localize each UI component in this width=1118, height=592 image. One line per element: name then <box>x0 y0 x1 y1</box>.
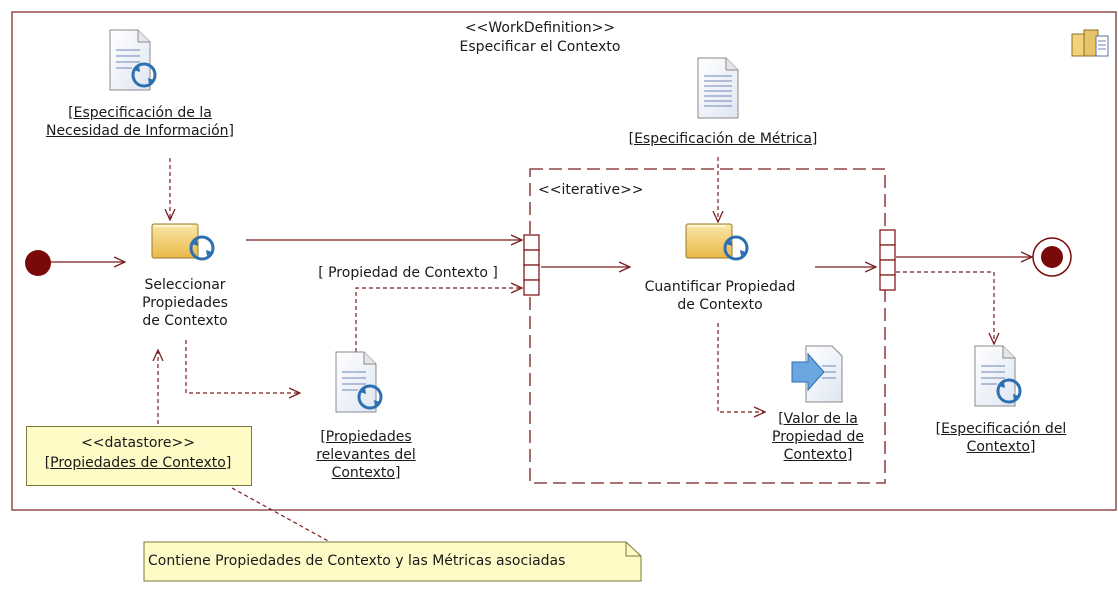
output-pin <box>879 244 896 261</box>
contexto-label-line: Contexto] <box>966 439 1036 455</box>
output-pin <box>879 229 896 246</box>
necesidad-label-line: [Especificación de la <box>68 105 212 121</box>
contexto-label-line: [Especificación del <box>935 421 1067 437</box>
seleccionar-label-line: de Contexto <box>142 313 228 329</box>
output-pins <box>879 229 896 291</box>
necesidad-label[interactable]: [Especificación de la Necesidad de Infor… <box>20 104 260 140</box>
seleccionar-label-line: Seleccionar <box>144 277 226 293</box>
necesidad-doc-icon <box>109 29 157 91</box>
relevantes-label[interactable]: [Propiedades relevantes del Contexto] <box>296 428 436 482</box>
seleccionar-activity-label[interactable]: Seleccionar Propiedades de Contexto <box>110 276 260 330</box>
input-pin <box>523 249 540 266</box>
cuantificar-activity-icon <box>685 223 749 261</box>
iterative-stereotype: <<iterative>> <box>538 182 644 198</box>
relevantes-label-line: relevantes del <box>316 447 416 463</box>
input-pin <box>523 234 540 251</box>
input-pins <box>523 234 540 296</box>
cuantificar-activity-label[interactable]: Cuantificar Propiedad de Contexto <box>620 278 820 314</box>
initial-node <box>25 250 51 276</box>
iterative-region <box>529 168 886 484</box>
cuantificar-label-line: Cuantificar Propiedad <box>644 279 796 295</box>
valor-label-line: Contexto] <box>783 447 853 463</box>
workdefinition-icon <box>1071 29 1109 57</box>
dep-relevantes-to-iterative <box>355 288 522 352</box>
input-pin <box>523 264 540 281</box>
output-pin <box>879 259 896 276</box>
metrica-label[interactable]: [Especificación de Métrica] <box>628 131 818 147</box>
note-anchor-line <box>231 487 331 543</box>
relevantes-label-line: Contexto] <box>331 465 401 481</box>
dep-iterative-to-contexto <box>896 271 994 344</box>
valor-label-line: Propiedad de <box>772 429 864 445</box>
relevantes-label-line: [Propiedades <box>320 429 412 445</box>
flow-label: [ Propiedad de Contexto ] <box>318 265 498 281</box>
valor-label[interactable]: [Valor de la Propiedad de Contexto] <box>756 410 880 464</box>
necesidad-label-line: Necesidad de Información] <box>45 123 235 139</box>
seleccionar-activity-icon <box>151 223 215 261</box>
seleccionar-label-line: Propiedades <box>142 295 228 311</box>
note-text: Contiene Propiedades de Contexto y las M… <box>148 553 566 569</box>
output-pin <box>879 274 896 291</box>
workdefinition-title: Especificar el Contexto <box>459 39 621 55</box>
valor-label-line: [Valor de la <box>778 411 858 427</box>
metrica-doc-icon <box>697 57 739 119</box>
workdefinition-stereotype: <<WorkDefinition>> <box>464 20 616 36</box>
datastore-box[interactable] <box>26 426 252 486</box>
relevantes-doc-icon <box>335 351 383 413</box>
contexto-label[interactable]: [Especificación del Contexto] <box>912 420 1090 456</box>
datastore-name: [Propiedades de Contexto] <box>44 455 232 471</box>
dep-seleccionar-to-relevantes <box>185 340 300 393</box>
input-pin <box>523 279 540 296</box>
final-node <box>1032 237 1072 277</box>
note-shape <box>143 541 642 582</box>
dep-cuantificar-to-valor <box>717 323 765 412</box>
valor-output-icon <box>791 345 843 403</box>
contexto-doc-icon <box>974 345 1022 407</box>
cuantificar-label-line: de Contexto <box>677 297 763 313</box>
datastore-stereotype: <<datastore>> <box>81 435 195 451</box>
